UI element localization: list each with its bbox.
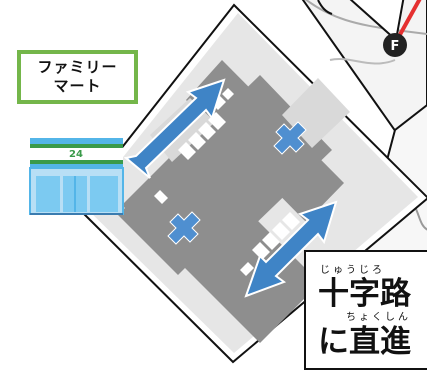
note-ruby-1: じゅうじろ [320, 265, 385, 276]
note-line-1: 十字路 [318, 276, 411, 312]
store-name-label: ファミリー マート [17, 50, 138, 104]
double-arrow [123, 78, 338, 298]
note-ruby-2: ちょくしん [346, 312, 411, 323]
store-name-line1: ファミリー [37, 58, 118, 76]
intersection-card [74, 3, 427, 364]
note-line-2: に直進 [318, 324, 411, 360]
instruction-note: じゅうじろ 十字路 ちょくしん に直進 [304, 250, 427, 370]
route-line [395, 0, 422, 41]
map-card: F [301, 0, 427, 134]
map-pin [383, 33, 407, 57]
cross-marker [167, 121, 307, 245]
store-icon [29, 138, 124, 215]
store-sign: 24 [69, 149, 83, 160]
map-pin-letter: F [391, 39, 400, 54]
store-name-line2: マート [53, 77, 102, 95]
